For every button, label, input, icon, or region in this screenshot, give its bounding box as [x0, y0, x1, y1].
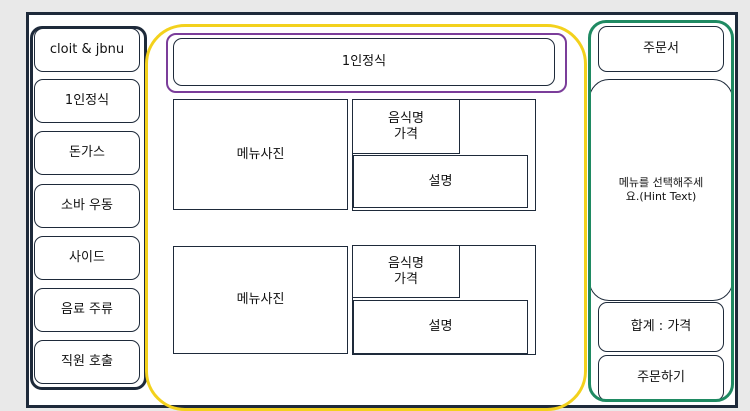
sidebar-item-pork-cutlet[interactable]: 돈가스	[34, 131, 140, 175]
menu-description: 설명	[353, 300, 528, 354]
place-order-button[interactable]: 주문하기	[598, 355, 724, 401]
menu-name-price: 음식명 가격	[352, 245, 460, 298]
category-title: 1인정식	[173, 38, 555, 86]
menu-photo[interactable]: 메뉴사진	[173, 246, 348, 354]
sidebar-item-drinks[interactable]: 음료 주류	[34, 288, 140, 332]
sidebar-item-side[interactable]: 사이드	[34, 236, 140, 280]
order-sheet-title: 주문서	[598, 26, 724, 72]
menu-price: 가격	[394, 271, 418, 287]
order-total: 합계 : 가격	[598, 302, 724, 352]
order-hint-line-2: 요.(Hint Text)	[625, 190, 697, 203]
order-hint-area: 메뉴를 선택해주세 요.(Hint Text)	[589, 79, 733, 301]
sidebar-item-soba-udon[interactable]: 소바 우동	[34, 184, 140, 228]
menu-description: 설명	[353, 155, 528, 208]
menu-name-price: 음식명 가격	[352, 99, 460, 154]
sidebar-item-set-meal[interactable]: 1인정식	[34, 79, 140, 123]
menu-photo[interactable]: 메뉴사진	[173, 99, 348, 210]
sidebar-item-brand[interactable]: cloit & jbnu	[34, 28, 140, 72]
menu-name: 음식명	[388, 110, 424, 126]
menu-name: 음식명	[388, 255, 424, 271]
menu-price: 가격	[394, 126, 418, 142]
order-hint-line-1: 메뉴를 선택해주세	[618, 176, 704, 189]
sidebar-item-call-staff[interactable]: 직원 호출	[34, 340, 140, 384]
